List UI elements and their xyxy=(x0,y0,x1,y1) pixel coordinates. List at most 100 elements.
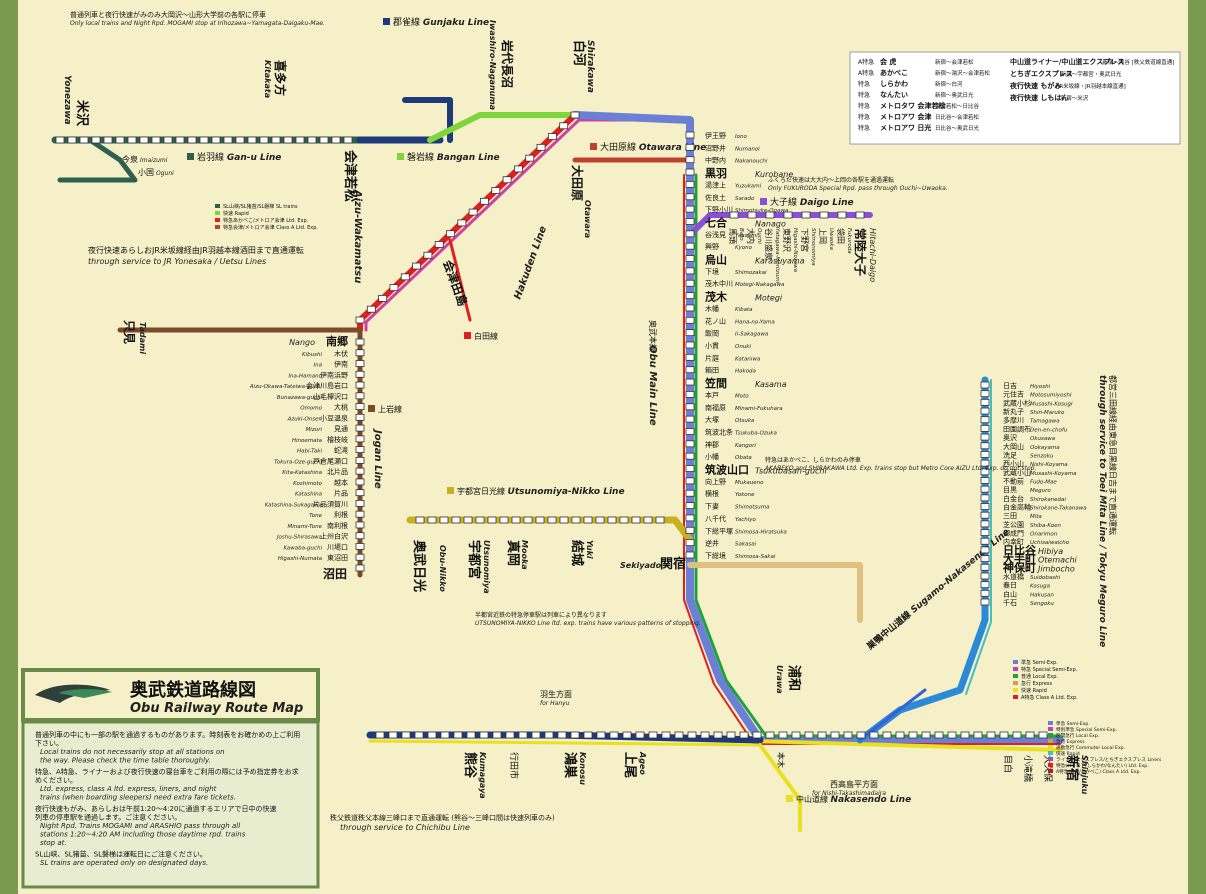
legend-swatch xyxy=(1048,721,1053,725)
main-station-label-en: Mukaueno xyxy=(735,480,764,486)
main-station-label: 本戸 xyxy=(705,390,719,399)
main-station-label-en: Shimosa-Sakai xyxy=(735,554,776,560)
jogan-station-label: 上州白沢 xyxy=(320,532,348,541)
station-marker-metro xyxy=(980,485,990,493)
station-marker-daigo xyxy=(855,211,865,219)
jogan-station-label-en: Katashina xyxy=(295,492,323,498)
station-marker-jogan xyxy=(355,381,365,389)
station-marker-ganu xyxy=(331,136,341,144)
legend-swatch xyxy=(1048,733,1053,737)
key-stations: 米沢 Yonezawa 会津若松 喜多方 Kitakata 只見 Tadami … xyxy=(62,20,1089,799)
legend-liner-route: 新宿〜熊谷 [秩父鉄道線直通] xyxy=(1102,58,1174,66)
station-marker-metro xyxy=(980,433,990,441)
main-station-label: 下総平塚 xyxy=(705,526,733,535)
note-jp: 下さい。 xyxy=(35,740,63,748)
note-en: stop at. xyxy=(40,839,67,847)
legend-train-name: なんたい xyxy=(880,90,908,99)
metro-station-label: 千石 xyxy=(1003,598,1017,607)
legend-train-type: 特急 xyxy=(858,113,870,121)
metro-station-label: 白金高輪 xyxy=(1003,503,1031,512)
metro-station-label-en: Meguro xyxy=(1030,488,1051,494)
note-jp: 列車の停車駅を通過します。ご注意ください。 xyxy=(35,813,181,822)
service-legend-1: 準急 Semi-Exp.特急 Special Semi-Exp.普通 Local… xyxy=(1013,659,1078,701)
main-station-label-en: Yaasami xyxy=(735,233,758,239)
station-marker-main xyxy=(685,292,695,299)
station-kitakata: 喜多方 xyxy=(273,60,288,96)
main-station-label-en: Tsukubasan-guchi xyxy=(755,467,828,476)
station-kumagaya: 熊谷 xyxy=(462,752,478,779)
obu-main-label: 奥武本線 xyxy=(648,320,658,352)
note-nishi-takashima-en: for Nishi-Takashimadaira xyxy=(812,790,886,797)
legend-swatch xyxy=(1048,751,1053,755)
note-en: trains (when boarding sleepers) need ext… xyxy=(40,794,236,802)
station-marker-ganu xyxy=(199,136,209,144)
station-marker-metro xyxy=(980,503,990,510)
station-motoki: 本木 xyxy=(776,752,786,768)
station-marker-ganu xyxy=(295,136,305,144)
station-marker-utsunomiya xyxy=(475,516,485,524)
jogan-station-label: 北片品 xyxy=(327,467,348,476)
station-imaizumi: 今泉 xyxy=(122,154,138,164)
station-marker-main xyxy=(685,267,695,275)
station-marker-ganu xyxy=(79,136,89,144)
metro-station-label: 御成門 xyxy=(1003,529,1024,538)
main-station-label-en: Yuzukami xyxy=(735,183,762,189)
title-en: Obu Railway Route Map xyxy=(130,701,303,716)
jogan-station-label-en: Habi-Taki xyxy=(297,449,322,455)
legend-swatch xyxy=(1048,769,1053,773)
daigo-station-label-en: Higashi-Nozawa xyxy=(792,228,798,273)
metro-station-label: 西小山 xyxy=(1003,459,1024,468)
metro-station-label: 神保町 xyxy=(1003,560,1036,574)
tokyo-meguro-label-en: through service to Toei Mita Line / Toky… xyxy=(1097,375,1107,647)
station-marker-ganu xyxy=(319,136,329,144)
main-station-label: 花ノ山 xyxy=(705,316,726,325)
legend-text: 特急会津/メトロア会津 Class A Ltd. Exp. xyxy=(223,224,318,231)
legend-liner-name: とちぎエクスプレス xyxy=(1010,69,1073,78)
station-marker-utsunomiya xyxy=(535,516,545,524)
main-station-label: 片庭 xyxy=(705,353,719,362)
station-marker-bottom xyxy=(609,731,619,739)
station-marker-bottom xyxy=(817,731,827,739)
note-en: Ltd. express, class A ltd. express, line… xyxy=(40,785,217,793)
station-marker-jogan xyxy=(355,456,365,464)
metro-station-label-en: Musashi-Kosugi xyxy=(1030,401,1073,407)
station-konosu-en: Konosu xyxy=(578,752,587,785)
station-marker-main xyxy=(685,440,695,448)
jogan-station-label: 戸倉尾瀬口 xyxy=(313,456,348,465)
main-station-label: 飯岡 xyxy=(705,329,719,338)
metro-station-label-en: Motosumiyoshi xyxy=(1030,393,1072,399)
jogan-label-en: Jogan Line xyxy=(372,428,383,489)
station-marker-jogan xyxy=(355,392,365,400)
station-marker-metro xyxy=(980,451,990,458)
station-marker-aizu xyxy=(389,284,399,292)
station-iwashiro-naganuma-en: Iwashiro-Naganuma xyxy=(488,20,497,110)
station-marker-ganu xyxy=(187,136,197,144)
station-marker-metro xyxy=(980,398,990,406)
station-marker-metro xyxy=(980,459,990,467)
legend-swatch xyxy=(1013,667,1018,671)
metro-station-label-en: Ookayama xyxy=(1030,445,1060,451)
station-marker-main xyxy=(685,304,695,312)
station-marker-bottom xyxy=(466,731,476,739)
otawara-swatch xyxy=(590,143,597,150)
station-marker-bottom xyxy=(1038,731,1048,739)
station-marker-utsunomiya xyxy=(487,516,497,524)
legend-text: 準急 Semi-Exp. xyxy=(1021,659,1058,666)
main-station-label-en: Kataniwa xyxy=(735,356,761,362)
station-marker-main xyxy=(685,378,695,386)
jogan-station-label: 木伏 xyxy=(334,349,348,358)
station-marker-bottom xyxy=(804,731,814,739)
line-bangan xyxy=(427,112,578,143)
legend-train-route: 会津若松〜日比谷 xyxy=(935,102,980,110)
note-nishi-takashima-jp: 西高島平方面 xyxy=(830,779,878,789)
station-marker-bottom xyxy=(960,731,970,739)
station-marker-ganu xyxy=(55,136,65,144)
legend-text: 快速 Rapid xyxy=(223,210,249,217)
station-otakibashi: 小滝橋 xyxy=(1022,755,1034,782)
daigo-station-label: 袋田 xyxy=(836,228,846,244)
main-station-label-en: Shimosa-Hiratsuka xyxy=(735,529,787,535)
legend-swatch xyxy=(1048,727,1053,731)
jogan-station-label: 南郷 xyxy=(326,334,348,348)
